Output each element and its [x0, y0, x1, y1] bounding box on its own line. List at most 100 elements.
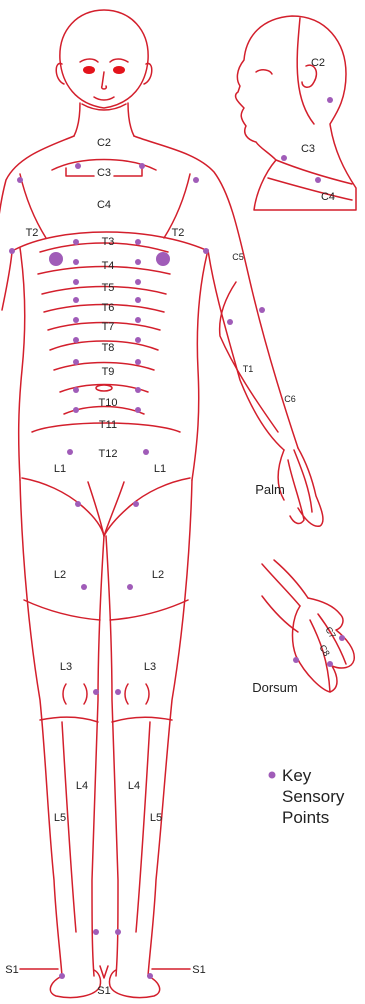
mouth	[94, 97, 114, 100]
label-l1-left: L1	[54, 463, 66, 475]
point-head-c3	[281, 155, 287, 161]
left-foot	[50, 970, 100, 998]
l1-left-groin	[22, 478, 104, 536]
legend-line-2: Sensory	[282, 787, 345, 806]
point-t6-left	[73, 297, 79, 303]
point-t7-right	[135, 317, 141, 323]
c3-left-mark	[66, 168, 94, 176]
label-t6: T6	[102, 302, 115, 314]
s1-center-pointer	[100, 966, 108, 978]
label-t5: T5	[102, 282, 115, 294]
point-t7-left	[73, 317, 79, 323]
point-t10-right	[135, 387, 141, 393]
point-dorsum-b	[327, 661, 333, 667]
point-t2-right	[203, 248, 209, 254]
point-t11-right	[135, 407, 141, 413]
label-t9: T9	[102, 366, 115, 378]
legend: Key Sensory Points	[282, 766, 345, 827]
point-dorsum-c	[293, 657, 299, 663]
head-profile	[236, 16, 356, 210]
right-arm-inner	[208, 250, 284, 450]
left-kneecap-b	[84, 684, 87, 704]
torso-right-side	[192, 250, 208, 480]
torso-left-side	[19, 248, 25, 480]
neck-right	[128, 103, 134, 136]
l1-right-groin	[104, 478, 190, 536]
label-l3-right: L3	[144, 661, 156, 673]
left-leg-inner	[92, 536, 104, 976]
label-s1-center: S1	[97, 985, 110, 997]
label-palm: Palm	[255, 482, 285, 497]
point-t6-right	[135, 297, 141, 303]
right-brow	[110, 59, 128, 62]
label-t2-left: T2	[26, 227, 39, 239]
navel	[96, 385, 112, 391]
label-l4-right: L4	[128, 780, 140, 792]
label-l3-left: L3	[60, 661, 72, 673]
legend-line-1: Key	[282, 766, 312, 785]
point-l2-left	[81, 584, 87, 590]
head-outline	[60, 10, 148, 108]
label-s1-right: S1	[192, 964, 205, 976]
label-t1: T1	[243, 364, 254, 374]
point-t3-left	[73, 239, 79, 245]
point-c4-right	[193, 177, 199, 183]
profile-c3-line	[276, 160, 352, 184]
label-c3: C3	[97, 167, 111, 179]
nose	[102, 72, 107, 89]
point-head-c4	[315, 177, 321, 183]
right-eye	[113, 66, 125, 74]
label-l1-right: L1	[154, 463, 166, 475]
point-t4-right	[135, 259, 141, 265]
neck-left	[74, 103, 80, 136]
label-l2-left: L2	[54, 569, 66, 581]
label-s1-left: S1	[5, 964, 18, 976]
point-s1-right	[147, 973, 153, 979]
label-l5-left: L5	[54, 812, 66, 824]
l2-left-line	[24, 600, 100, 620]
point-l5-left	[93, 929, 99, 935]
point-l5-right	[115, 929, 121, 935]
right-leg-inner	[106, 536, 118, 976]
left-leg-outer	[20, 480, 62, 976]
dorsum-wrist	[262, 560, 308, 606]
point-dorsum-a	[339, 635, 345, 641]
chin-line	[82, 104, 126, 110]
point-t12-left	[67, 449, 73, 455]
label-c7: C7	[323, 625, 337, 640]
left-brow	[80, 59, 98, 62]
point-head-c2	[327, 97, 333, 103]
right-kneecap-a	[125, 684, 128, 704]
point-t3-right	[135, 239, 141, 245]
l2-right-line	[110, 600, 188, 620]
groin-center	[88, 482, 124, 536]
point-t8-right	[135, 337, 141, 343]
label-t2-right: T2	[172, 227, 185, 239]
label-c8: C8	[317, 643, 331, 658]
label-t3: T3	[102, 236, 115, 248]
point-t4-left	[73, 259, 79, 265]
left-eye	[83, 66, 95, 74]
right-leg-outer	[148, 480, 192, 976]
point-t5-left	[73, 279, 79, 285]
point-c5-arm	[227, 319, 233, 325]
profile-eye	[256, 70, 272, 74]
point-l3-left	[93, 689, 99, 695]
legend-line-3: Points	[282, 808, 329, 827]
label-t10: T10	[99, 397, 118, 409]
label-head-c3: C3	[301, 143, 315, 155]
legend-dot	[269, 772, 276, 779]
point-c4-left	[17, 177, 23, 183]
point-c3-left	[75, 163, 81, 169]
label-t12: T12	[99, 448, 118, 460]
right-kneecap-b	[146, 684, 149, 704]
point-c5-arm-outer	[259, 307, 265, 313]
point-t11-left	[73, 407, 79, 413]
left-arm-inner	[2, 252, 12, 310]
label-head-c4: C4	[321, 191, 335, 203]
right-knee-line	[112, 717, 172, 722]
point-l2-right	[127, 584, 133, 590]
profile-ear-line	[297, 18, 314, 124]
label-t11: T11	[99, 419, 117, 431]
